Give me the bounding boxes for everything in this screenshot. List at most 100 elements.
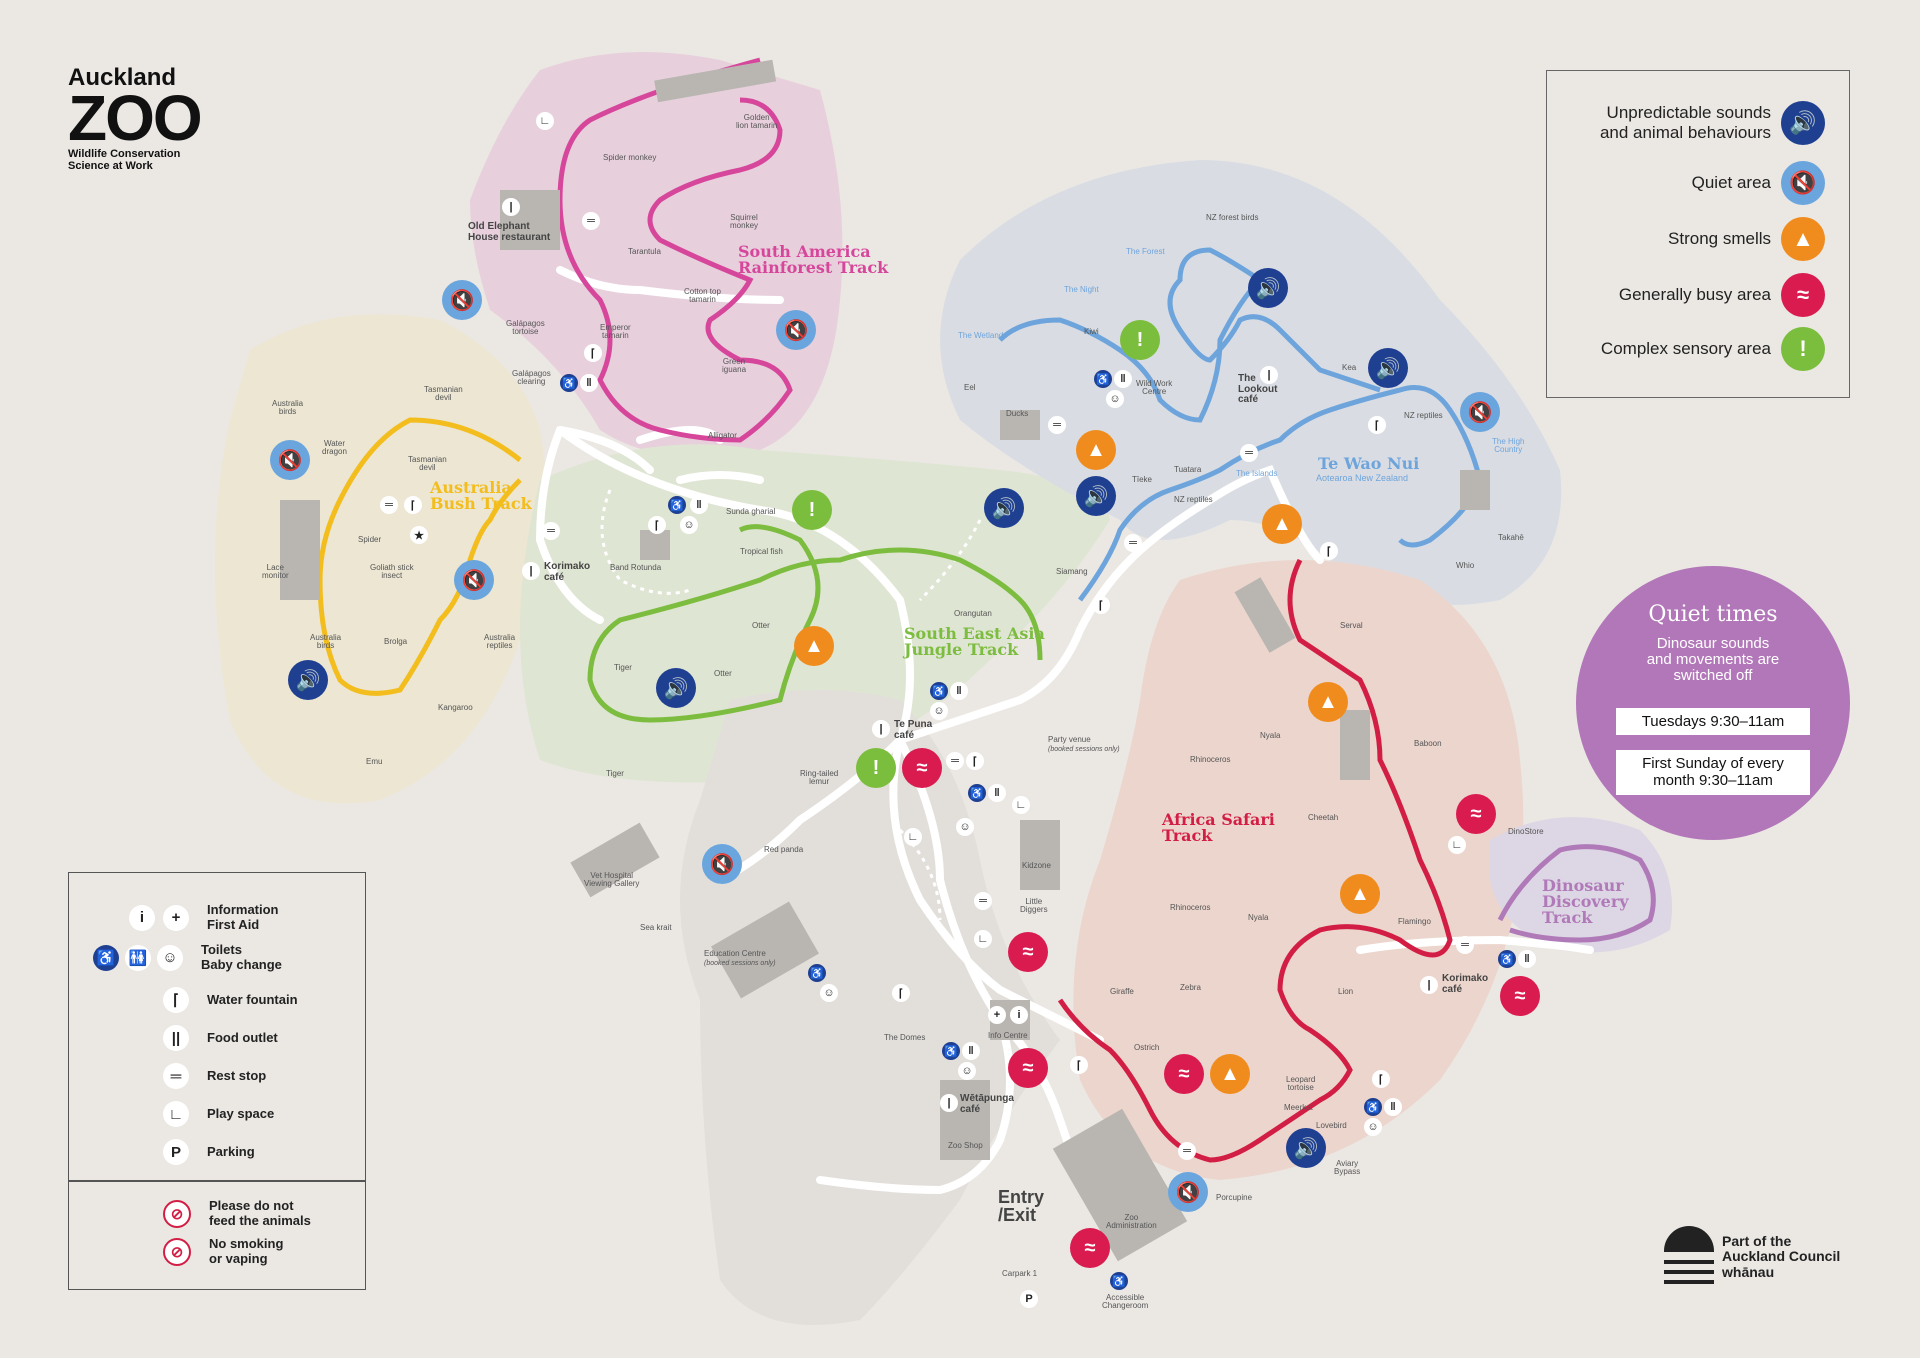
te-wao-nui-subtitle: Aotearoa New Zealand [1316,473,1409,483]
key-text: No smoking or vaping [209,1236,284,1266]
toilets-icon: ‖ [1384,1098,1402,1116]
animal-label: NZ reptiles [1174,495,1213,504]
animal-label: Brolga [384,637,408,646]
baby-change-icon: ☺ [1106,390,1124,408]
animal-label: Alligator [708,431,737,440]
food-outlet-icon: | [502,198,520,216]
water-fountain-icon: ⌈ [648,516,666,534]
baby-change-icon: ☺ [820,984,838,1002]
accessible-icon: ♿ [1498,950,1516,968]
animal-label: Rhinoceros [1190,755,1231,764]
quiet-icon: 🔇 [702,844,742,884]
sound-icon: 🔊 [984,488,1024,528]
key-text: Toilets Baby change [201,942,282,972]
animal-label: Whio [1456,561,1475,570]
animal-label: Nyala [1260,731,1281,740]
key-row-info: i + Information First Aid [129,902,279,933]
entry-exit-label: Entry /Exit [998,1187,1045,1225]
info-icon: i [129,904,155,931]
animal-label: Tīeke [1132,475,1153,484]
council-line3: whānau [1722,1263,1775,1280]
smell-icon: ▲ [1308,682,1348,722]
accessible-icon: ♿ [1094,370,1112,388]
animal-label: Ostrich [1134,1043,1160,1052]
water-fountain-icon: ⌈ [1372,1070,1390,1088]
quiet-icon: 🔇 [454,560,494,600]
busy-icon: ≈ [1008,1048,1048,1088]
accessible-icon: ♿ [560,374,578,392]
busy-icon: ≈ [1500,976,1540,1016]
central-zone [680,690,1060,1325]
quiet-slot-tuesdays: Tuesdays 9:30–11am [1616,708,1810,736]
vet-hospital-label: Vet Hospital Viewing Gallery [584,871,640,889]
key-text: Information First Aid [207,902,279,932]
parking-icon: P [163,1139,189,1165]
accessible-icon: ♿ [968,784,986,802]
animal-label: Emu [366,757,383,766]
animal-label: Tarantula [628,247,661,256]
water-fountain-icon: ⌈ [1368,416,1386,434]
galapagos-clearing-label: Galápagos clearing [512,369,551,387]
smell-icon: ▲ [1781,217,1825,261]
korimako-cafe-east: Korimako café [1442,973,1489,995]
baby-change-icon: ☺ [958,1062,976,1080]
key-text: Water fountain [207,991,298,1007]
animal-label: Tropical fish [740,547,783,556]
parking-icon: P [1020,1290,1038,1308]
the-domes-label: The Domes [884,1033,926,1042]
play-space-icon: ∟ [163,1101,189,1127]
carpark-label: Carpark 1 [1002,1269,1038,1278]
animal-label: Otter [752,621,770,630]
animal-label: Ducks [1006,409,1029,418]
legend-text: Unpredictable sounds and animal behaviou… [1599,103,1771,142]
animal-label: Leopard tortoise [1286,1075,1316,1093]
water-fountain-icon: ⌈ [163,987,189,1013]
quiet-times-circle: Quiet times Dinosaur sounds and movement… [1576,566,1850,840]
animal-label: Sea krait [640,923,672,932]
accessible-icon: ♿ [942,1042,960,1060]
south-america-zone [470,52,843,457]
quiet-slot-sunday: First Sunday of every month 9:30–11am [1616,750,1810,795]
water-fountain-icon: ⌈ [1092,596,1110,614]
wild-work-centre: Wild Work Centre [1136,379,1173,397]
play-space-icon: ∟ [1012,796,1030,814]
zoo-shop-label: Zoo Shop [948,1141,983,1150]
facilities-key: i + Information First Aid ♿ 🚻 ☺ Toilets … [68,872,366,1290]
food-outlet-icon: | [940,1094,958,1112]
animal-label: Meerkat [1284,1103,1313,1112]
animal-label: Lovebird [1316,1121,1347,1130]
key-row-water: ⌈ Water fountain [163,987,298,1013]
key-row-parking: P Parking [163,1139,255,1165]
legend-row-busy: Generally busy area ≈ [1619,273,1825,317]
animal-label: Tiger [606,769,624,778]
no-feeding-icon: ⊘ [163,1199,191,1228]
sound-icon: 🔊 [288,660,328,700]
baby-change-icon: ☺ [930,702,948,720]
animal-label: Spider monkey [603,153,657,162]
kidzone-label: Kidzone [1022,861,1051,870]
food-outlet-icon: | [1260,366,1278,384]
animal-label: Eel [964,383,976,392]
auckland-council-logo: Part of the Auckland Council whānau [1664,1226,1840,1288]
the-night-label: The Night [1064,285,1099,294]
education-centre-sub: (booked sessions only) [704,960,776,967]
animal-label: Golden lion tamarin [736,113,778,131]
legend-text: Quiet area [1691,173,1771,193]
toilets-icon: ‖ [962,1042,980,1060]
quiet-times-title: Quiet times [1648,602,1778,627]
exclamation-icon: ! [1781,327,1825,371]
key-row-no-smoking: ⊘ No smoking or vaping [163,1236,284,1267]
dinostore-label: DinoStore [1508,827,1544,836]
baby-change-icon: ☺ [1364,1118,1382,1136]
rest-stop-icon: ═ [380,496,398,514]
education-centre-label: Education Centre [704,949,766,958]
exclamation-icon: ! [856,748,896,788]
accessible-icon: ♿ [930,682,948,700]
animal-label: Emperor tamarin [600,323,631,341]
first-aid-icon: + [163,904,189,931]
rest-stop-icon: ═ [1178,1142,1196,1160]
smell-icon: ▲ [794,626,834,666]
sunda-gharial-label: Sunda gharial [726,507,776,516]
animal-label: Rhinoceros [1170,903,1211,912]
info-centre-label: Info Centre [988,1031,1028,1040]
